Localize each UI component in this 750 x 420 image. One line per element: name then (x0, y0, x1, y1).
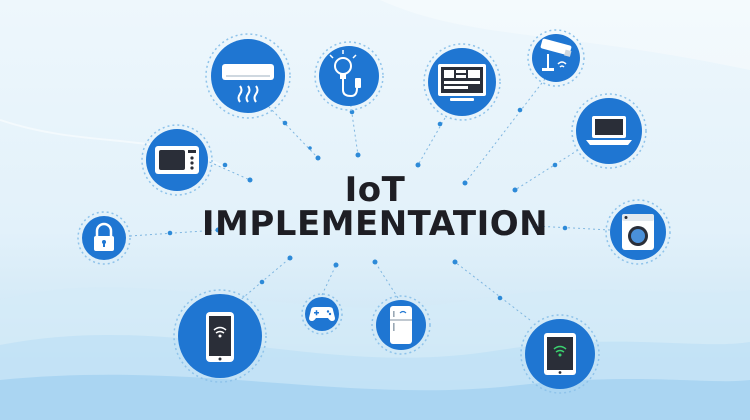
microwave-icon (141, 124, 213, 196)
smart-tv-node (422, 42, 502, 122)
smart-tv-icon (423, 43, 501, 121)
smartphone-node (172, 288, 268, 384)
microwave-node (140, 123, 214, 197)
security-camera-node (526, 28, 586, 88)
game-controller-node (300, 292, 344, 336)
padlock-node (76, 210, 132, 266)
laptop-node (570, 92, 648, 170)
washing-machine-node (604, 198, 672, 266)
title-line-2: IMPLEMENTATION (201, 204, 549, 244)
refrigerator-icon (371, 295, 431, 355)
air-conditioner-node (204, 32, 292, 120)
washing-machine-icon (605, 199, 671, 265)
laptop-icon (571, 93, 647, 169)
smartphone-icon (173, 289, 267, 383)
security-camera-icon (527, 29, 585, 87)
padlock-icon (77, 211, 131, 265)
light-bulb-node (313, 40, 385, 112)
game-controller-icon (301, 293, 343, 335)
refrigerator-node (370, 294, 432, 356)
title-line-1: IoT (344, 170, 406, 210)
tablet-node (519, 313, 601, 395)
light-bulb-icon (314, 41, 384, 111)
tablet-icon (520, 314, 600, 394)
air-conditioner-icon (205, 33, 291, 119)
